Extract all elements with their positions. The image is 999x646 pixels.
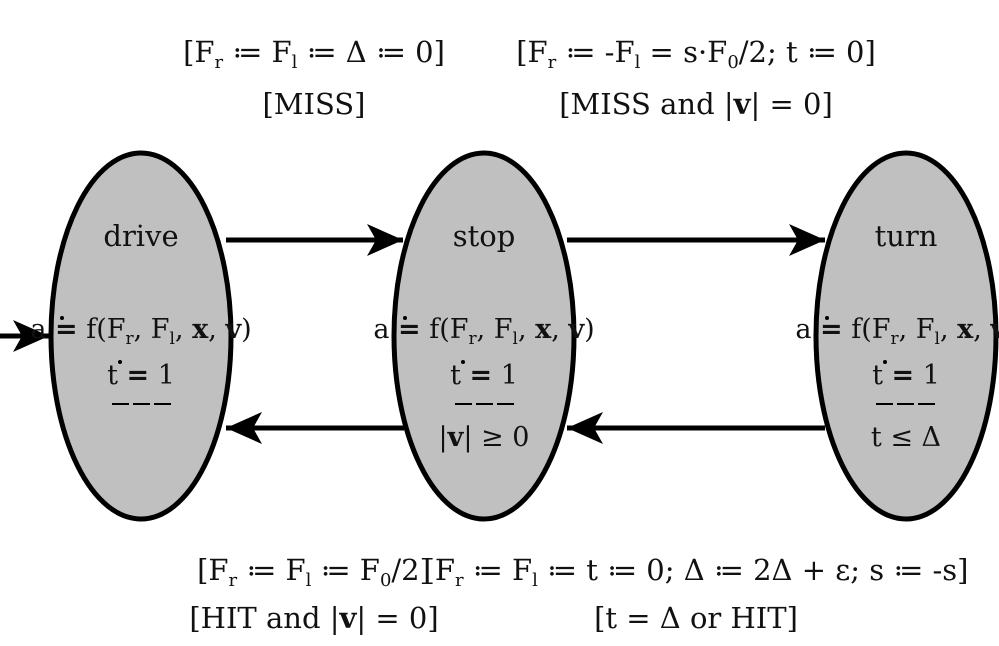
transition-stop-to-turn-reset: [Fr ≔ -Fl = s·F0/2; t ≔ 0] (516, 35, 876, 73)
transition-stop-to-drive-label: [Fr ≔ Fl ≔ F0/2] [HIT and |v| = 0] (189, 553, 438, 635)
state-stop-invariant: |v| ≥ 0 (439, 422, 530, 453)
state-stop-flow-a: a = f(Fr, Fl, x, v) (373, 314, 594, 349)
transition-stop-to-drive-guard: [HIT and |v| = 0] (189, 601, 438, 635)
state-drive-flow-a: a = f(Fr, Fl, x, v) (30, 314, 251, 349)
state-drive-name: drive (103, 219, 178, 253)
state-drive: drive a = f(Fr, Fl, x, v) t = 1 (30, 150, 252, 522)
state-drive-node (48, 150, 234, 522)
state-stop-flow-t: t = 1 (450, 360, 518, 391)
state-turn-a-dot (825, 316, 829, 320)
state-stop-a-dot (403, 316, 407, 320)
state-stop-node (391, 150, 577, 522)
state-turn: turn a = f(Fr, Fl, x, v) t = 1 t ≤ Δ (795, 150, 999, 522)
state-turn-t-dot (883, 360, 887, 364)
state-drive-flow-t: t = 1 (107, 360, 175, 391)
state-drive-a-dot (60, 316, 64, 320)
state-stop-t-dot (461, 360, 465, 364)
state-turn-flow-t: t = 1 (872, 360, 940, 391)
transition-drive-to-stop-guard: [MISS] (262, 87, 365, 121)
transition-turn-to-stop-reset: [Fr ≔ Fl ≔ t ≔ 0; Δ ≔ 2Δ + ε; s ≔ -s] (424, 553, 969, 591)
transition-stop-to-turn-label: [Fr ≔ -Fl = s·F0/2; t ≔ 0] [MISS and |v|… (516, 35, 876, 121)
transition-drive-to-stop-reset: [Fr ≔ Fl ≔ Δ ≔ 0] (183, 35, 445, 73)
transition-drive-to-stop-label: [Fr ≔ Fl ≔ Δ ≔ 0] [MISS] (183, 35, 445, 121)
state-turn-invariant: t ≤ Δ (871, 422, 941, 453)
state-stop-name: stop (453, 219, 516, 253)
state-turn-node (813, 150, 999, 522)
state-drive-t-dot (118, 360, 122, 364)
transition-turn-to-stop-guard: [t = Δ or HIT] (594, 601, 798, 635)
state-turn-name: turn (875, 219, 938, 253)
transition-stop-to-drive-reset: [Fr ≔ Fl ≔ F0/2] (197, 553, 431, 591)
transition-stop-to-turn-guard: [MISS and |v| = 0] (559, 87, 833, 121)
state-turn-flow-a: a = f(Fr, Fl, x, v) (795, 314, 999, 349)
state-stop: stop a = f(Fr, Fl, x, v) t = 1 |v| ≥ 0 (373, 150, 595, 522)
transition-turn-to-stop-label: [Fr ≔ Fl ≔ t ≔ 0; Δ ≔ 2Δ + ε; s ≔ -s] [t… (424, 553, 969, 635)
